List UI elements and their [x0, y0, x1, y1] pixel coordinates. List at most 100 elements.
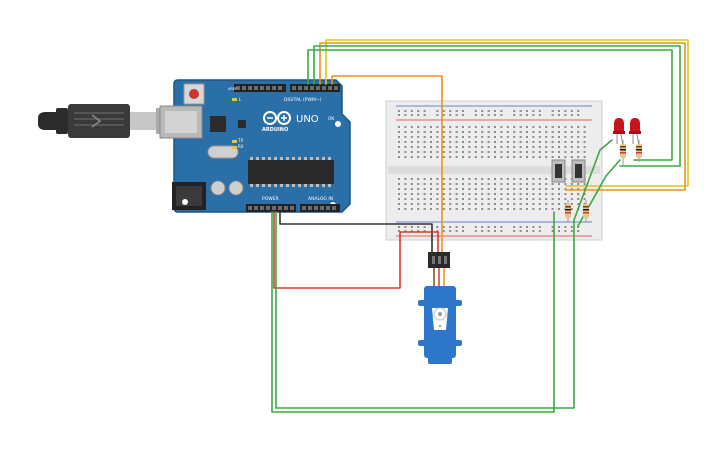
- breadboard-hole: [423, 151, 426, 153]
- breadboard-hole: [474, 131, 477, 133]
- breadboard-hole: [513, 230, 516, 232]
- breadboard-hole: [545, 208, 548, 210]
- breadboard-hole: [577, 193, 580, 195]
- breadboard-hole: [545, 198, 548, 200]
- breadboard-hole: [474, 136, 477, 138]
- breadboard-hole: [481, 208, 484, 210]
- breadboard-hole: [532, 141, 535, 143]
- breadboard-hole: [487, 110, 490, 112]
- breadboard-hole: [494, 230, 496, 232]
- breadboard-hole: [449, 198, 452, 200]
- breadboard-hole: [462, 193, 464, 195]
- breadboard-hole: [417, 151, 420, 153]
- breadboard-hole: [551, 183, 554, 185]
- breadboard-hole: [526, 208, 528, 210]
- breadboard-hole: [423, 178, 426, 180]
- breadboard-hole: [398, 230, 400, 232]
- breadboard[interactable]: [385, 100, 603, 241]
- servo-motor[interactable]: [418, 252, 462, 364]
- breadboard-hole: [449, 114, 452, 116]
- breadboard-hole: [583, 156, 586, 158]
- breadboard-hole: [455, 230, 458, 232]
- breadboard-hole: [526, 188, 528, 190]
- breadboard-hole: [519, 131, 522, 133]
- breadboard-hole: [455, 156, 458, 158]
- breadboard-hole: [430, 198, 432, 200]
- analog-label: ANALOG IN: [308, 196, 333, 202]
- breadboard-hole: [551, 131, 554, 133]
- breadboard-hole: [494, 198, 496, 200]
- arduino-uno-board[interactable]: DIGITAL (PWM~) AREF POWER ANALOG IN UNO …: [159, 79, 351, 213]
- breadboard-hole: [423, 230, 426, 232]
- breadboard-hole: [398, 114, 400, 116]
- breadboard-hole: [474, 188, 477, 190]
- breadboard-hole: [513, 183, 516, 185]
- breadboard-hole: [538, 126, 541, 128]
- breadboard-hole: [404, 198, 407, 200]
- breadboard-hole: [558, 146, 560, 148]
- breadboard-hole: [474, 183, 477, 185]
- breadboard-hole: [462, 114, 464, 116]
- on-label: ON: [328, 116, 334, 121]
- breadboard-hole: [436, 193, 439, 195]
- breadboard-hole: [474, 178, 477, 180]
- breadboard-hole: [423, 226, 426, 228]
- breadboard-hole: [513, 198, 516, 200]
- breadboard-hole: [519, 183, 522, 185]
- breadboard-hole: [487, 114, 490, 116]
- breadboard-hole: [526, 131, 528, 133]
- breadboard-hole: [468, 188, 471, 190]
- breadboard-hole: [449, 136, 452, 138]
- breadboard-hole: [558, 151, 560, 153]
- breadboard-hole: [398, 188, 400, 190]
- breadboard-hole: [577, 114, 580, 116]
- breadboard-hole: [410, 230, 413, 232]
- push-button-1[interactable]: [551, 159, 566, 183]
- breadboard-hole: [570, 183, 573, 185]
- breadboard-hole: [558, 156, 560, 158]
- breadboard-hole: [538, 198, 541, 200]
- push-button-2[interactable]: [571, 159, 586, 183]
- breadboard-hole: [519, 151, 522, 153]
- breadboard-hole: [500, 146, 503, 148]
- breadboard-hole: [564, 136, 567, 138]
- breadboard-hole: [538, 226, 541, 228]
- breadboard-hole: [423, 203, 426, 205]
- breadboard-hole: [449, 188, 452, 190]
- breadboard-hole: [442, 188, 445, 190]
- breadboard-hole: [538, 188, 541, 190]
- breadboard-hole: [506, 131, 509, 133]
- breadboard-hole: [500, 136, 503, 138]
- breadboard-hole: [462, 178, 464, 180]
- breadboard-hole: [500, 203, 503, 205]
- breadboard-hole: [551, 141, 554, 143]
- breadboard-hole: [404, 193, 407, 195]
- breadboard-hole: [558, 183, 560, 185]
- breadboard-hole: [487, 183, 490, 185]
- breadboard-hole: [583, 183, 586, 185]
- breadboard-hole: [500, 156, 503, 158]
- breadboard-hole: [558, 203, 560, 205]
- breadboard-hole: [551, 146, 554, 148]
- resistor-2: [583, 200, 589, 222]
- breadboard-hole: [455, 183, 458, 185]
- digital-header-high: [290, 84, 340, 92]
- green-wire-button-1: [271, 211, 555, 413]
- breadboard-hole: [551, 156, 554, 158]
- breadboard-hole: [513, 156, 516, 158]
- breadboard-hole: [545, 151, 548, 153]
- breadboard-hole: [462, 141, 464, 143]
- breadboard-hole: [494, 208, 496, 210]
- breadboard-hole: [468, 146, 471, 148]
- breadboard-hole: [513, 110, 516, 112]
- breadboard-hole: [577, 141, 580, 143]
- breadboard-hole: [410, 141, 413, 143]
- breadboard-hole: [398, 178, 400, 180]
- breadboard-hole: [481, 183, 484, 185]
- breadboard-hole: [481, 198, 484, 200]
- breadboard-hole: [577, 131, 580, 133]
- breadboard-hole: [487, 178, 490, 180]
- breadboard-hole: [551, 226, 554, 228]
- breadboard-hole: [487, 126, 490, 128]
- breadboard-hole: [551, 126, 554, 128]
